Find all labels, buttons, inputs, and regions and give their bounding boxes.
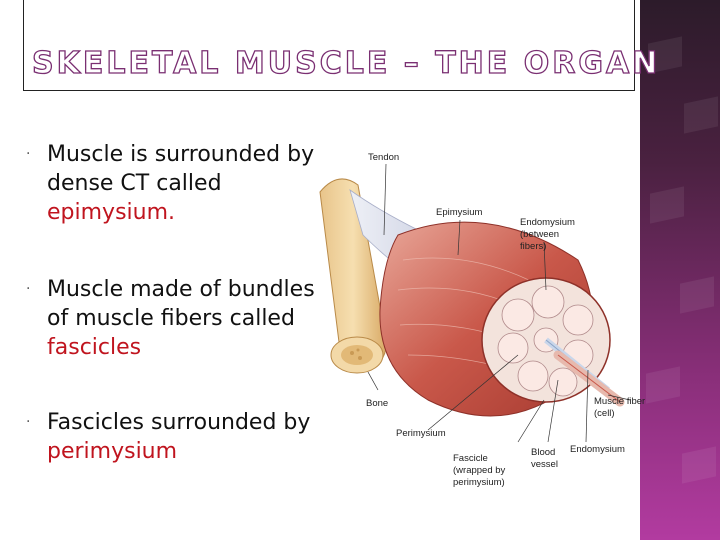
title-box: SKELETAL MUSCLE – THE ORGAN	[23, 0, 661, 91]
label-tendon: Tendon	[368, 152, 399, 163]
slide-title: SKELETAL MUSCLE – THE ORGAN	[31, 45, 661, 81]
bullet-item: · Fascicles surrounded by perimysium	[26, 408, 326, 466]
label-endomysium-top-3: fibers)	[520, 241, 546, 252]
label-endomysium-top-1: Endomysium	[520, 217, 575, 228]
label-endomysium-top-2: (between	[520, 229, 559, 240]
label-fascicle-3: perimysium)	[453, 477, 505, 488]
bullet-marker: ·	[26, 146, 31, 162]
leader-lines	[367, 163, 631, 443]
bullet-text: Muscle made of bundles of muscle fibers …	[47, 277, 315, 331]
label-epimysium: Epimysium	[436, 207, 483, 218]
bullet-item: · Muscle made of bundles of muscle fiber…	[26, 275, 326, 362]
cross-section	[481, 277, 625, 407]
bullet-marker: ·	[26, 281, 31, 297]
label-blood-2: vessel	[531, 459, 558, 470]
label-bone: Bone	[366, 398, 388, 409]
bullet-text: Muscle is surrounded by dense CT called	[47, 142, 315, 196]
label-fascicle-2: (wrapped by	[453, 465, 506, 476]
label-muscle-fiber-2: (cell)	[594, 408, 615, 419]
decorative-side-strip	[640, 0, 720, 540]
bullet-highlight: epimysium.	[47, 200, 176, 225]
label-fascicle-1: Fascicle	[453, 453, 488, 464]
bullet-marker: ·	[26, 414, 31, 430]
bullet-text: Fascicles surrounded by	[47, 410, 311, 435]
bullet-highlight: perimysium	[47, 439, 178, 464]
label-muscle-fiber-1: Muscle fiber	[594, 396, 645, 407]
bone-shape	[319, 178, 387, 374]
bullet-highlight: fascicles	[47, 335, 142, 360]
muscle-illustration: Tendon Epimysium Endomysium (between fib…	[319, 152, 645, 488]
label-endomysium-bottom: Endomysium	[570, 444, 625, 455]
label-perimysium: Perimysium	[396, 428, 446, 439]
bullet-item: · Muscle is surrounded by dense CT calle…	[26, 140, 326, 227]
label-blood-1: Blood	[531, 447, 555, 458]
muscle-anatomy-figure: Tendon Epimysium Endomysium (between fib…	[308, 140, 648, 500]
